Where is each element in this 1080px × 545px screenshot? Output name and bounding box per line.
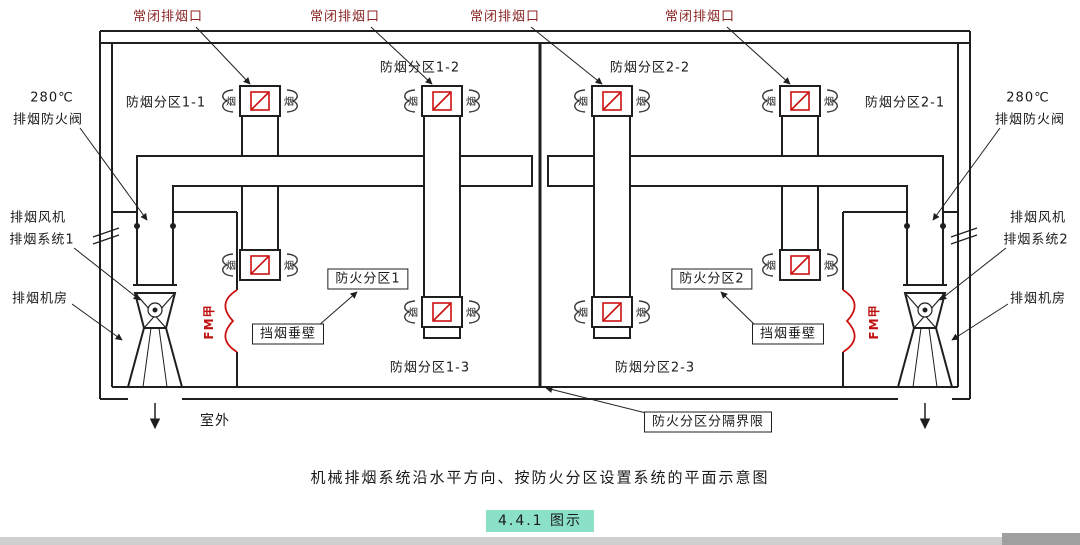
diagram-title: 机械排烟系统沿水平方向、按防火分区设置系统的平面示意图: [310, 468, 770, 487]
right-temp-label: 280℃: [1006, 90, 1050, 106]
vent-label-4: 常闭排烟口: [664, 9, 736, 25]
outdoor-discharge-arrows: [149, 403, 931, 430]
leader-lines: [71, 26, 1009, 415]
right-fan-label: 排烟风机: [1009, 210, 1067, 226]
smoke-vent: [239, 85, 281, 117]
smoke-vent: [239, 249, 281, 281]
left-temp-label: 280℃: [30, 90, 74, 106]
fire-zone-2-label: 防火分区2: [671, 268, 753, 290]
fire-boundary-label: 防火分区分隔界限: [643, 411, 773, 433]
fire-zone-1-label: 防火分区1: [327, 268, 409, 290]
zone-label-2-1: 防烟分区2-1: [864, 95, 946, 111]
bottom-gray-corner: [1002, 533, 1080, 545]
zone-label-2-2: 防烟分区2-2: [609, 60, 691, 76]
outdoor-label: 室外: [200, 413, 230, 429]
exhaust-fan-left: [126, 284, 184, 388]
zone-label-1-1: 防烟分区1-1: [125, 95, 207, 111]
smoke-vent: [421, 296, 463, 328]
fire-door-arcs: [224, 289, 856, 353]
left-system-label: 排烟系统1: [9, 232, 75, 248]
right-room-label: 排烟机房: [1009, 291, 1067, 307]
smoke-vent: [421, 85, 463, 117]
vent-label-3: 常闭排烟口: [469, 9, 541, 25]
left-damper-label: 排烟防火阀: [12, 112, 84, 128]
machine-room-walls: [112, 211, 958, 387]
smoke-vent: [779, 85, 821, 117]
zone-label-1-3: 防烟分区1-3: [389, 360, 471, 376]
vent-label-1: 常闭排烟口: [132, 9, 204, 25]
bottom-gray-bar: [0, 537, 1080, 545]
smoke-vents: [239, 85, 821, 328]
wall-break-marks: [92, 227, 978, 245]
smoke-curtain-label-right: 挡烟垂壁: [751, 323, 825, 345]
right-system-label: 排烟系统2: [1003, 232, 1069, 248]
figure-number-label: 4.4.1 图示: [485, 510, 595, 532]
right-damper-label: 排烟防火阀: [994, 112, 1066, 128]
building-outline: [99, 30, 971, 400]
zone-label-2-3: 防烟分区2-3: [614, 360, 696, 376]
smoke-curtain-label-left: 挡烟垂壁: [251, 323, 325, 345]
vent-label-2: 常闭排烟口: [309, 9, 381, 25]
fire-door-label-right: FM甲: [867, 304, 881, 340]
zone-label-1-2: 防烟分区1-2: [379, 60, 461, 76]
smoke-vent: [591, 296, 633, 328]
left-room-label: 排烟机房: [11, 291, 69, 307]
smoke-vent: [779, 249, 821, 281]
fire-damper-marks: [134, 223, 946, 229]
fire-door-label-left: FM甲: [202, 304, 216, 340]
left-fan-label: 排烟风机: [9, 210, 67, 226]
exhaust-fan-right: [896, 284, 954, 388]
smoke-vent: [591, 85, 633, 117]
